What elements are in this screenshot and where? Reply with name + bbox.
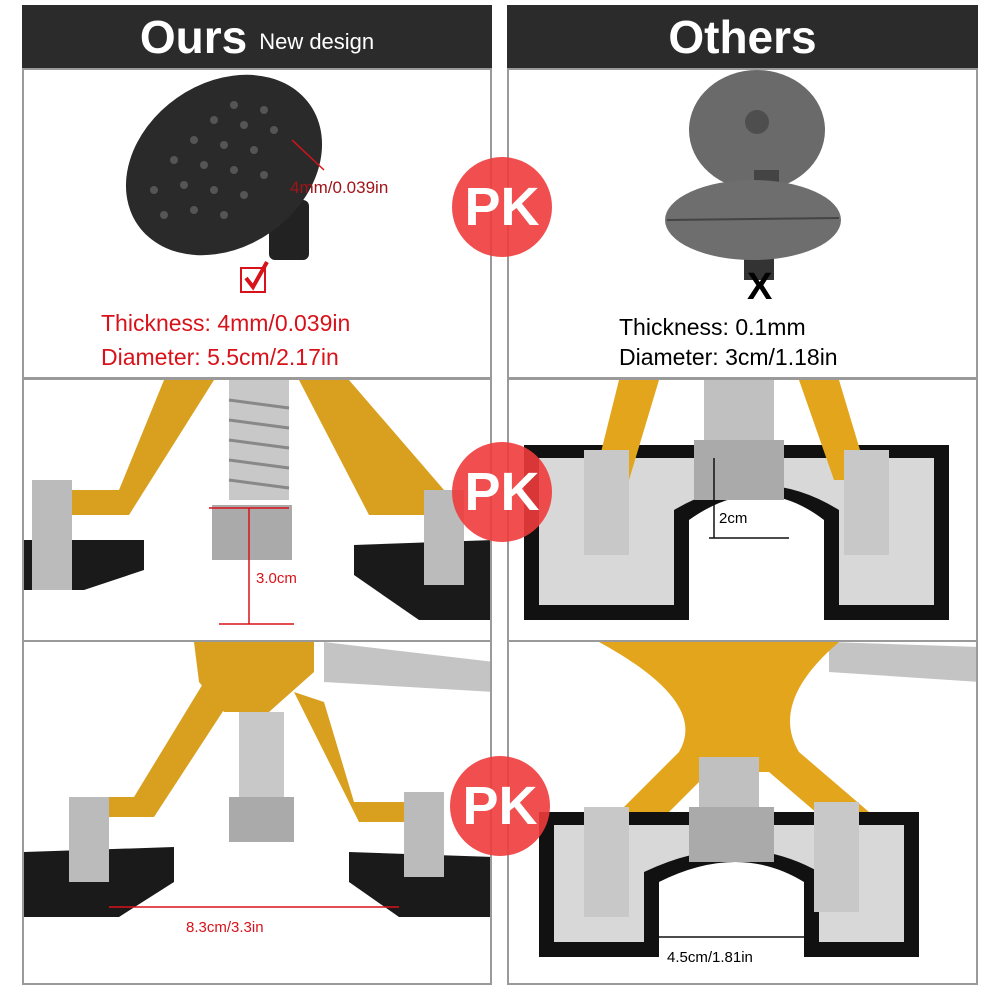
- ours-puller-height-panel: 3.0cm: [22, 378, 492, 642]
- ours-glue-tab-panel: 4mm/0.039in Thickness: 4mm/0.039in Diame…: [22, 68, 492, 379]
- ours-title: Ours: [139, 10, 248, 63]
- checkbox-icon: [240, 267, 266, 293]
- black-glue-tab-image: [125, 74, 325, 293]
- others-thickness: Thickness: 0.1mm: [619, 314, 806, 340]
- pk-badge-1: PK: [452, 157, 552, 257]
- ours-thickness: Thickness: 4mm/0.039in: [101, 310, 351, 336]
- others-puller-height-panel: 2cm: [507, 378, 978, 642]
- ours-width-dimension: 8.3cm/3.3in: [186, 919, 264, 936]
- others-glue-tab-panel: X Thickness: 0.1mm Diameter: 3cm/1.18in: [507, 68, 978, 379]
- checkmark-icon: [244, 261, 269, 291]
- others-width-dimension: 4.5cm/1.81in: [667, 949, 753, 966]
- others-title: Others: [668, 10, 817, 63]
- ours-puller-width-panel: 8.3cm/3.3in: [22, 640, 492, 985]
- ours-header: Ours New design: [22, 5, 492, 68]
- ours-puller-closeup-image: [24, 380, 490, 625]
- pk-badge-2: PK: [452, 442, 552, 542]
- others-puller-width-panel: 4.5cm/1.81in: [507, 640, 978, 985]
- ours-thickness-dimension: 4mm/0.039in: [290, 178, 389, 197]
- others-puller-closeup-image: [524, 380, 949, 620]
- ours-diameter: Diameter: 5.5cm/2.17in: [101, 344, 339, 370]
- ours-subtitle: New design: [259, 28, 375, 54]
- others-height-dimension: 2cm: [719, 510, 748, 527]
- others-x-mark: X: [747, 266, 773, 308]
- pk-badge-3: PK: [450, 756, 550, 856]
- ours-puller-full-image: [24, 642, 490, 917]
- ours-height-dimension: 3.0cm: [256, 570, 297, 587]
- gray-suction-tab-image: [665, 70, 841, 280]
- others-header: Others: [507, 5, 978, 68]
- others-puller-full-image: [539, 642, 976, 957]
- others-diameter: Diameter: 3cm/1.18in: [619, 344, 838, 370]
